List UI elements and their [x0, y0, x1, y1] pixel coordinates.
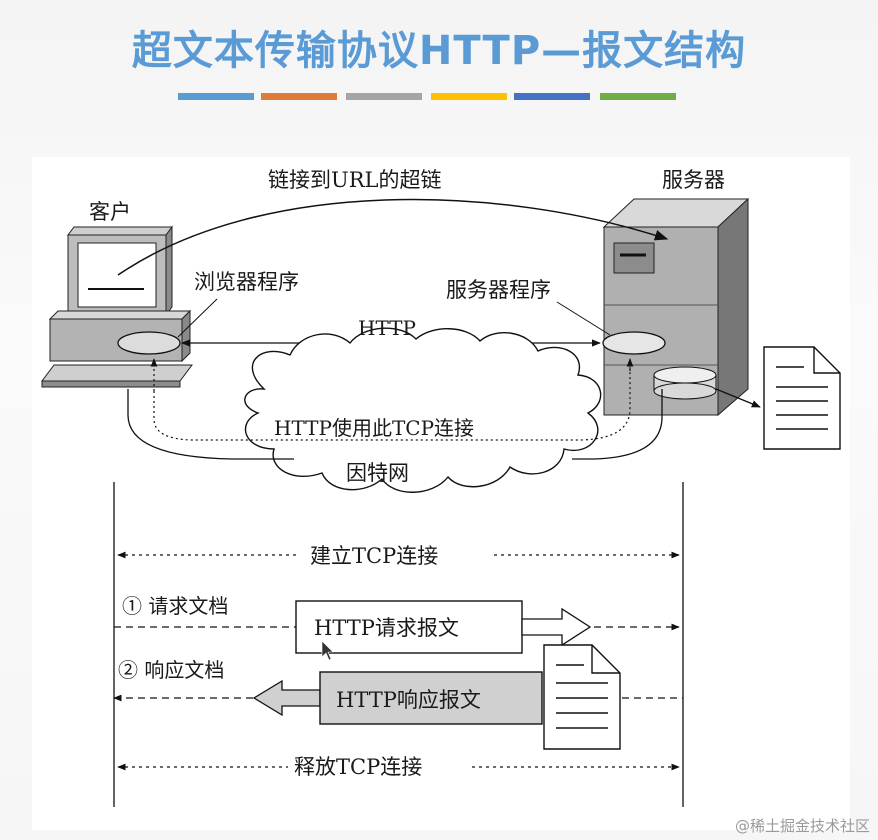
client-computer-icon [41, 225, 193, 388]
color-bar-6 [600, 93, 676, 100]
request-message-box [295, 600, 523, 654]
server-internet-link [572, 389, 663, 460]
hyperlink-label: 链接到URL的超链 [268, 168, 441, 192]
http-diagram: 客户 服务器 链接到URL的超链 浏览器程序 服务器程序 HTTP HTTP使用… [41, 168, 841, 807]
disk-to-document-arrow [715, 388, 761, 408]
establish-tcp-label: 建立TCP连接 [310, 544, 438, 568]
response-message-label: HTTP响应报文 [336, 688, 481, 712]
browser-program-label: 浏览器程序 [194, 270, 299, 294]
color-bar-3 [346, 93, 422, 100]
hyperlink-arrow [117, 198, 669, 276]
mouse-cursor-icon [321, 640, 334, 661]
server-icon [602, 197, 750, 417]
client-internet-link [127, 389, 294, 460]
response-message-box [319, 671, 543, 725]
disk-icon [653, 366, 717, 400]
server-pointer-line [556, 301, 611, 336]
response-document-icon [543, 644, 621, 750]
color-bar-4 [431, 93, 507, 100]
tcp-connection-label: HTTP使用此TCP连接 [274, 416, 474, 440]
color-bar-2 [261, 93, 337, 100]
color-bar-1 [178, 93, 254, 100]
request-message-label: HTTP请求报文 [314, 616, 459, 640]
response-doc-label: ② 响应文档 [118, 658, 224, 682]
server-program-label: 服务器程序 [446, 278, 551, 302]
server-label: 服务器 [662, 168, 725, 192]
browser-program-ellipse [117, 331, 181, 355]
browser-pointer-line [177, 298, 218, 338]
color-bar-5 [514, 93, 590, 100]
client-label: 客户 [89, 200, 131, 224]
server-program-ellipse [602, 331, 666, 355]
diagram-panel: 客户 服务器 链接到URL的超链 浏览器程序 服务器程序 HTTP HTTP使用… [32, 157, 850, 830]
internet-cloud-shape [244, 327, 602, 493]
document-icon [763, 346, 841, 450]
http-label: HTTP [358, 316, 416, 340]
response-direction-arrow [252, 679, 321, 717]
page-title: 超文本传输协议HTTP—报文结构 [131, 28, 747, 74]
request-direction-arrow [521, 607, 592, 647]
request-doc-label: ① 请求文档 [122, 594, 228, 618]
internet-label: 因特网 [346, 461, 409, 485]
watermark: @稀土掘金技术社区 [734, 817, 870, 835]
release-tcp-label: 释放TCP连接 [294, 755, 422, 779]
